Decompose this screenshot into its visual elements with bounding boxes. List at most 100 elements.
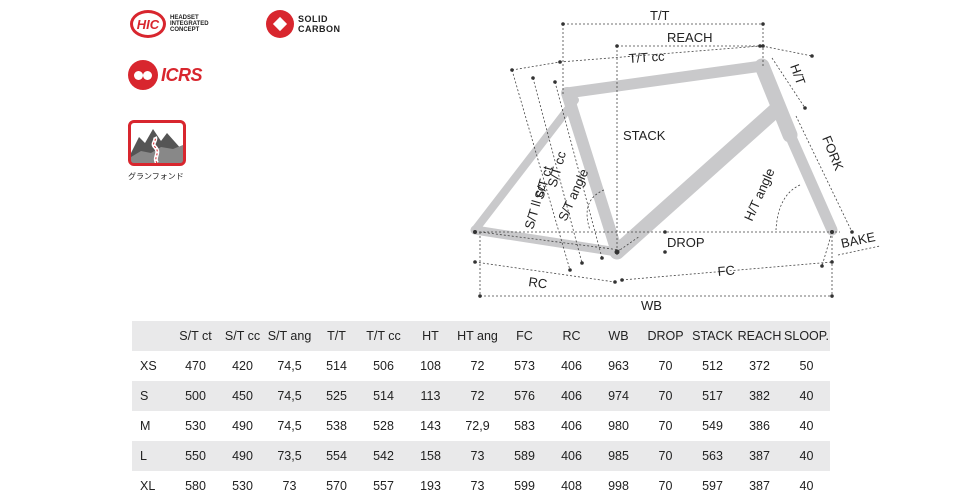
size-label: S: [140, 389, 149, 403]
table-cell: 563: [702, 449, 723, 463]
table-cell: 542: [373, 449, 394, 463]
icrs-logo: ICRS: [128, 60, 203, 90]
table-cell: 372: [749, 359, 770, 373]
table-cell: 74,5: [277, 419, 302, 433]
table-cell: 386: [749, 419, 770, 433]
label-wb: WB: [641, 298, 662, 313]
table-cell: 490: [232, 419, 253, 433]
table-cell: 538: [326, 419, 347, 433]
label-stllcc: S/T ll cc: [521, 182, 548, 231]
column-header: HT: [422, 329, 439, 343]
column-header: FC: [516, 329, 533, 343]
table-cell: 406: [561, 359, 582, 373]
dimension-endpoints: [473, 22, 854, 298]
mountain-road-icon: [128, 120, 186, 166]
column-header: WB: [608, 329, 629, 343]
label-stack: STACK: [623, 128, 666, 143]
table-cell: 985: [608, 449, 629, 463]
table-cell: 70: [658, 419, 673, 433]
table-cell: 490: [232, 449, 253, 463]
table-cell: 589: [514, 449, 535, 463]
table-cell: 70: [658, 359, 673, 373]
table-cell: 576: [514, 389, 535, 403]
table-corner: [132, 321, 172, 351]
column-header: STACK: [692, 329, 733, 343]
table-cell: 963: [608, 359, 629, 373]
label-tt: T/T: [650, 8, 670, 23]
icrs-icon: [128, 60, 158, 90]
table-cell: 974: [608, 389, 629, 403]
column-header: REACH: [737, 329, 782, 343]
label-bake: BAKE: [840, 229, 877, 251]
table-cell: 512: [702, 359, 723, 373]
label-ht: H/T: [787, 62, 808, 87]
table-cell: 599: [514, 479, 535, 493]
table-cell: 40: [799, 389, 814, 403]
table-cell: 506: [373, 359, 394, 373]
label-drop: DROP: [667, 235, 705, 250]
bike-frame: [470, 58, 838, 260]
table-cell: 108: [420, 359, 441, 373]
table-cell: 143: [420, 419, 441, 433]
table-cell: 158: [420, 449, 441, 463]
down-tube: [609, 100, 786, 260]
fork-blade: [784, 129, 838, 236]
label-fc: FC: [717, 263, 736, 279]
solid-carbon-icon: [266, 10, 294, 38]
table-cell: 514: [373, 389, 394, 403]
table-cell: 550: [185, 449, 206, 463]
table-cell: 50: [799, 359, 814, 373]
table-cell: 450: [232, 389, 253, 403]
hic-logo-text: HEADSET INTEGRATED CONCEPT: [170, 15, 209, 33]
table-cell: 530: [185, 419, 206, 433]
table-cell: 40: [799, 419, 814, 433]
hic-logo: HIC HEADSET INTEGRATED CONCEPT: [130, 10, 236, 38]
column-header: DROP: [647, 329, 684, 343]
chain-stay: [470, 225, 622, 257]
column-header: SLOOP.: [784, 329, 829, 343]
table-cell: 406: [561, 419, 582, 433]
table-cell: 40: [799, 449, 814, 463]
label-reach: REACH: [667, 30, 713, 45]
table-cell: 382: [749, 389, 770, 403]
table-cell: 980: [608, 419, 629, 433]
table-cell: 74,5: [277, 389, 302, 403]
table-cell: 528: [373, 419, 394, 433]
label-ttcc: T/T cc: [628, 48, 665, 66]
solid-carbon-logo: SOLID CARBON: [266, 10, 341, 38]
table-cell: 73: [470, 479, 485, 493]
table-cell: 73: [282, 479, 297, 493]
label-rc: RC: [528, 274, 549, 291]
column-header: HT ang: [457, 329, 498, 343]
table-cell: 72: [470, 389, 485, 403]
label-htangle: H/T angle: [741, 166, 778, 223]
table-cell: 408: [561, 479, 582, 493]
angle-arcs: [586, 184, 801, 231]
table-cell: 583: [514, 419, 535, 433]
table-cell: 72,9: [465, 419, 490, 433]
seat-tube: [561, 87, 623, 258]
label-fork: FORK: [819, 134, 847, 173]
table-cell: 573: [514, 359, 535, 373]
table-cell: 40: [799, 479, 814, 493]
head-tube: [754, 58, 798, 143]
table-cell: 70: [658, 449, 673, 463]
table-cell: 73: [470, 449, 485, 463]
table-cell: 387: [749, 449, 770, 463]
table-cell: 406: [561, 389, 582, 403]
table-cell: 72: [470, 359, 485, 373]
table-cell: 406: [561, 449, 582, 463]
table-cell: 549: [702, 419, 723, 433]
column-header: RC: [562, 329, 581, 343]
table-cell: 554: [326, 449, 347, 463]
table-cell: 570: [326, 479, 347, 493]
granfondo-label: グランフォンド: [128, 172, 184, 181]
column-header: S/T ang: [267, 329, 312, 343]
table-cell: 557: [373, 479, 394, 493]
